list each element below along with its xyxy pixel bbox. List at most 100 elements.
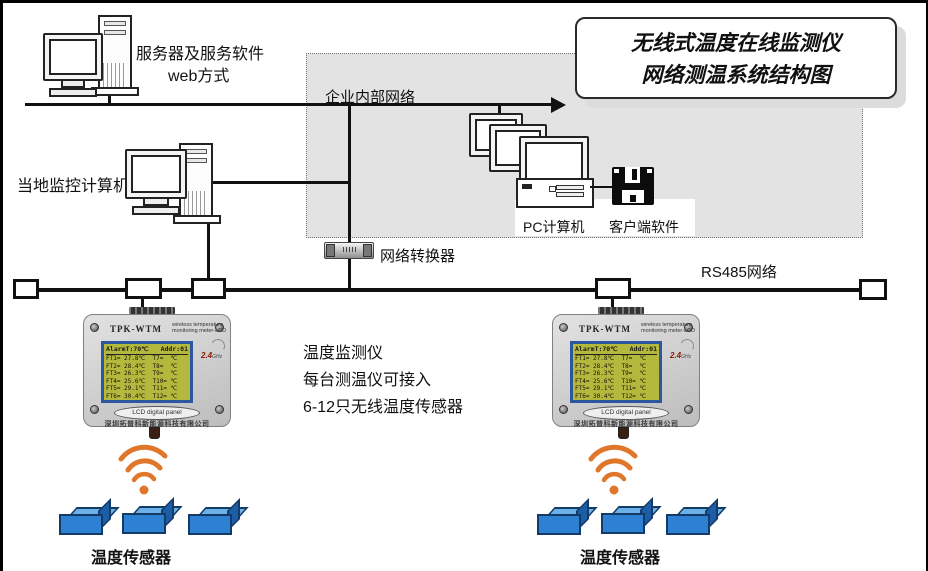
lcd-alarm-setting: AlarmT:70℃ [106, 345, 149, 353]
floppy-notch [630, 195, 636, 202]
case-slot [556, 185, 584, 190]
floppy-corner [614, 169, 619, 173]
client-software-label: 客户端软件 [609, 219, 679, 235]
rs485-terminator-left [13, 279, 39, 299]
title-line2: 网络测温系统结构图 [641, 64, 831, 87]
title-line1: 无线式温度在线监测仪 [631, 32, 841, 55]
lcd-header: AlarmT:70℃ Addr:01 [575, 345, 657, 355]
sensor-front-face [122, 513, 166, 534]
lcd-row: FT5= 29.1℃ T11= ℃ [106, 385, 178, 393]
screw-icon [684, 323, 693, 332]
rs485-node [191, 278, 226, 299]
lcd-alarm-setting: AlarmT:70℃ [575, 345, 618, 353]
meter-subtitle-line1: wireless temperature [172, 322, 224, 328]
screw-icon [559, 405, 568, 414]
company-label: 深圳拓普科新能源科技有限公司 [573, 421, 679, 428]
floppy-label [622, 190, 644, 203]
rs485-label: RS485网络 [701, 264, 777, 281]
meter-subtitle-line1: wireless temperature [641, 322, 693, 328]
note-line3: 6-12只无线温度传感器 [303, 399, 464, 416]
case-badge [522, 184, 532, 189]
temperature-sensor-icon [122, 497, 183, 534]
monitor-base [49, 88, 97, 97]
monitor-neck [60, 81, 86, 88]
lcd-row: FT4= 25.6℃ T10= ℃ [575, 377, 647, 385]
lcd-row: FT3= 26.3℃ T9= ℃ [575, 370, 647, 378]
rs485-node [595, 278, 631, 299]
temperature-meter-device: TPK-WTM wireless temperature monitoring … [552, 307, 700, 439]
tower-grill [184, 191, 208, 215]
local-tower-base [173, 215, 221, 224]
sensor-front-face [59, 514, 103, 535]
temperature-sensor-icon [666, 498, 727, 535]
band-unit: GHz [681, 354, 692, 360]
monitor-screen [125, 149, 187, 199]
note-line2: 每台测温仪可接入 [303, 372, 432, 389]
tower-slot [104, 21, 126, 26]
temperature-sensor-icon [188, 498, 249, 535]
floppy-slot [632, 169, 637, 180]
converter-mark [343, 247, 357, 252]
floppy-disk-icon [612, 167, 654, 205]
lcd-row: FT1= 27.8℃ T7= ℃ [575, 355, 647, 362]
sensor-front-face [601, 513, 645, 534]
sensor-label-left: 温度传感器 [91, 550, 172, 567]
pc-label: PC计算机 [523, 219, 585, 235]
lcd-row: FT5= 29.1℃ T11= ℃ [575, 385, 647, 393]
meter-connector-stub [149, 427, 160, 439]
lcd-row: FT2= 28.4℃ T8= ℃ [575, 362, 647, 370]
annotation-note: 温度监测仪 每台测温仪可接入 6-12只无线温度传感器 [303, 340, 463, 421]
screw-icon [559, 323, 568, 332]
meter-subtitle-line2: monitoring meter-LCD [172, 328, 227, 334]
label-backdrop [595, 199, 695, 236]
local-computer-link-line [203, 181, 350, 184]
temperature-sensor-icon [601, 497, 662, 534]
lcd-row: FT6= 30.4℃ T12= ℃ [575, 392, 647, 400]
title-box: 无线式温度在线监测仪 网络测温系统结构图 [575, 17, 897, 99]
meter-body: TPK-WTM wireless temperature monitoring … [552, 314, 700, 428]
tower-slot [104, 30, 126, 35]
server-link-line [108, 89, 111, 103]
temperature-sensor-icon [537, 498, 598, 535]
lcd-row: FT6= 30.4℃ T12= ℃ [106, 392, 178, 400]
rs485-node [125, 278, 162, 299]
meter-drop-line [141, 299, 144, 309]
case-button [549, 186, 556, 192]
band-unit: GHz [212, 354, 223, 360]
monitor-neck [143, 199, 169, 206]
meter-subtitle: wireless temperature monitoring meter-LC… [641, 322, 697, 334]
monitor-base [131, 206, 181, 215]
lcd-header: AlarmT:70℃ Addr:01 [106, 345, 188, 355]
temperature-sensor-icon [59, 498, 120, 535]
screw-icon [90, 405, 99, 414]
wifi-signal-icon [588, 444, 638, 495]
server-label-line1: 服务器及服务软件 [136, 46, 265, 63]
antenna-bar-icon [598, 307, 644, 314]
meter-subtitle: wireless temperature monitoring meter-LC… [172, 322, 228, 334]
tower-grill [103, 63, 127, 87]
rf-band-badge: 2.4GHz [670, 345, 694, 363]
lcd-screen: AlarmT:70℃ Addr:01 FT1= 27.8℃ T7= ℃ FT2=… [101, 341, 193, 403]
meter-subtitle-line2: monitoring meter-LCD [641, 328, 696, 334]
meter-model: TPK-WTM [579, 324, 631, 334]
band-value: 2.4 [201, 351, 213, 360]
local-computer-label: 当地监控计算机 [17, 178, 130, 195]
lcd-row: FT1= 27.8℃ T7= ℃ [106, 355, 178, 362]
screw-icon [90, 323, 99, 332]
meter-body: TPK-WTM wireless temperature monitoring … [83, 314, 231, 428]
rs485-bus-line [19, 288, 877, 292]
lcd-panel-label: LCD digital panel [583, 406, 669, 420]
lcd-address: Addr:01 [160, 345, 188, 353]
lcd-row: FT4= 25.6℃ T10= ℃ [106, 377, 178, 385]
sensor-label-right: 温度传感器 [580, 550, 661, 567]
arrowhead-icon [551, 97, 566, 113]
sensor-front-face [537, 514, 581, 535]
meter-connector-stub [618, 427, 629, 439]
local-monitor-icon [125, 149, 187, 215]
note-line1: 温度监测仪 [303, 345, 384, 362]
lcd-screen: AlarmT:70℃ Addr:01 FT1= 27.8℃ T7= ℃ FT2=… [570, 341, 662, 403]
converter-label: 网络转换器 [380, 248, 456, 265]
wifi-signal-icon [118, 444, 168, 495]
screw-icon [215, 405, 224, 414]
